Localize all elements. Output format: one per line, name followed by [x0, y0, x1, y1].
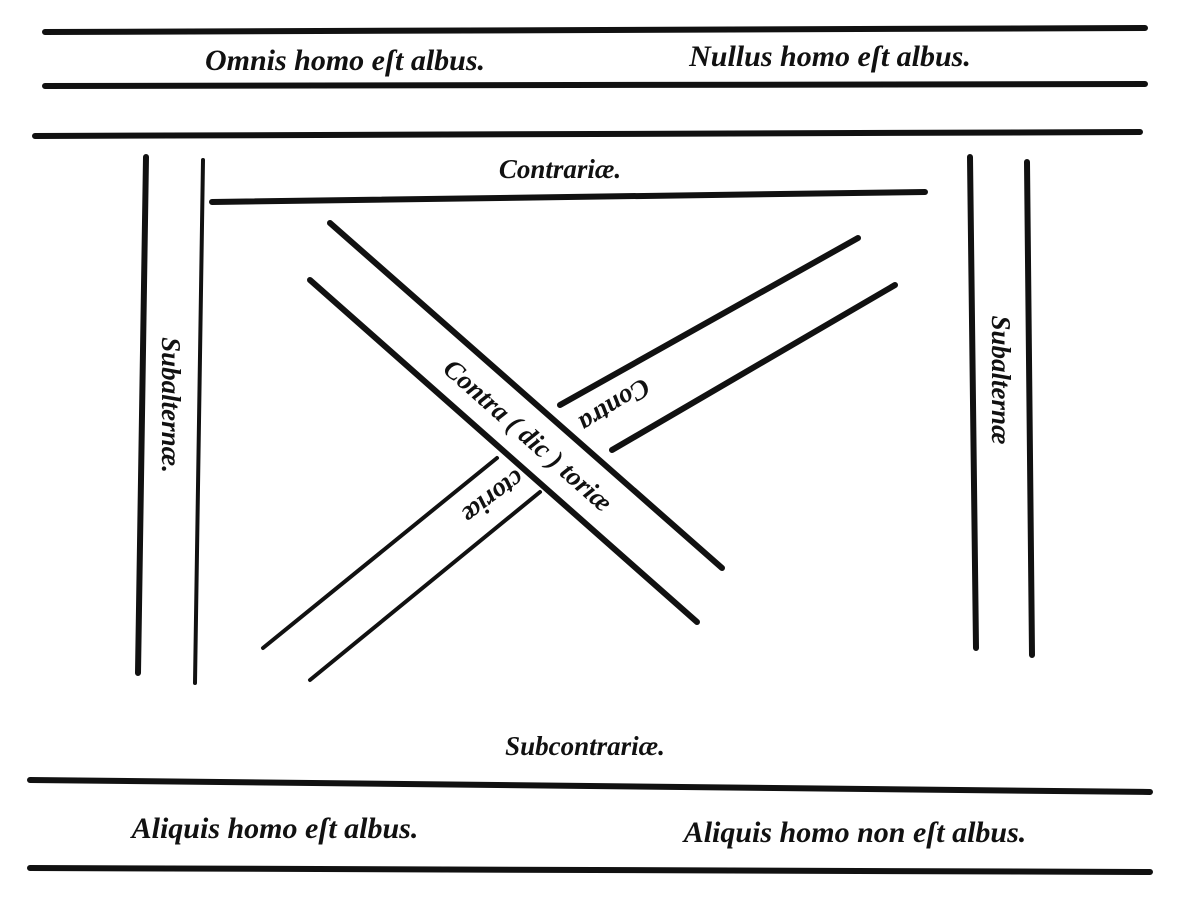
bottom-band-lower-rule: [27, 865, 1153, 875]
contradictories-split-lower-label: ctoriæ: [456, 464, 530, 530]
right-subaltern-outer-rule: [1024, 159, 1035, 658]
left-subaltern-inner-rule: [193, 158, 205, 685]
particular-affirmative-proposition: Aliquis homo eſt albus.: [130, 812, 419, 845]
contradictory-diagonal-b-upper-rule-right: [557, 235, 861, 408]
contraries-label: Contrariæ.: [499, 154, 621, 184]
top-band-upper-rule: [42, 25, 1148, 35]
left-subalterns-label: Subalternæ.: [156, 337, 186, 473]
contradictory-diagonal-a-lower-rule: [307, 277, 700, 625]
contraries-lower-rule: [209, 189, 928, 205]
universal-affirmative-proposition: Omnis homo eſt albus.: [205, 44, 485, 77]
universal-negative-proposition: Nullus homo eſt albus.: [688, 40, 971, 73]
top-band-lower-rule: [42, 81, 1148, 89]
subcontraries-label: Subcontrariæ.: [505, 731, 665, 761]
particular-negative-proposition: Aliquis homo non eſt albus.: [682, 816, 1027, 849]
contradictory-diagonal-b-lower-rule-right: [609, 282, 898, 453]
left-subaltern-outer-rule: [135, 154, 149, 676]
right-subalterns-label: Subalternæ: [986, 315, 1016, 444]
contradictory-diagonal-b-upper-rule-left: [261, 456, 499, 650]
contraries-upper-rule: [32, 129, 1143, 139]
right-subaltern-inner-rule: [967, 154, 979, 651]
contradictory-diagonal-b-lower-rule-left: [308, 490, 542, 682]
contradictory-diagonal-a-upper-rule: [327, 220, 725, 571]
bottom-band-upper-rule: [27, 777, 1153, 795]
